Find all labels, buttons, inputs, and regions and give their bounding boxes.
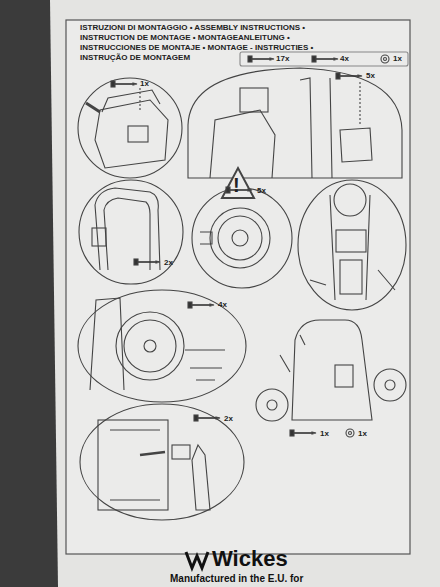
warning-mark: ! — [233, 174, 240, 197]
quantity-label: 2x — [164, 258, 173, 267]
quantity-label: 5x — [257, 186, 266, 195]
brand-logo: Wickes — [212, 546, 288, 572]
quantity-label: 4x — [218, 300, 227, 309]
quantity-label: 17x — [276, 54, 289, 63]
maker-note: Manufactured in the E.U. for — [170, 573, 303, 584]
quantity-label: 5x — [366, 71, 375, 80]
paper-sheet — [50, 0, 440, 587]
quantity-label: 1x — [358, 429, 367, 438]
quantity-label: 1x — [140, 79, 149, 88]
quantity-label: 1x — [320, 429, 329, 438]
quantity-label: 2x — [224, 414, 233, 423]
quantity-label: 1x — [393, 54, 402, 63]
logo-mark — [186, 552, 208, 568]
quantity-label: 4x — [340, 54, 349, 63]
page-border — [66, 20, 410, 554]
